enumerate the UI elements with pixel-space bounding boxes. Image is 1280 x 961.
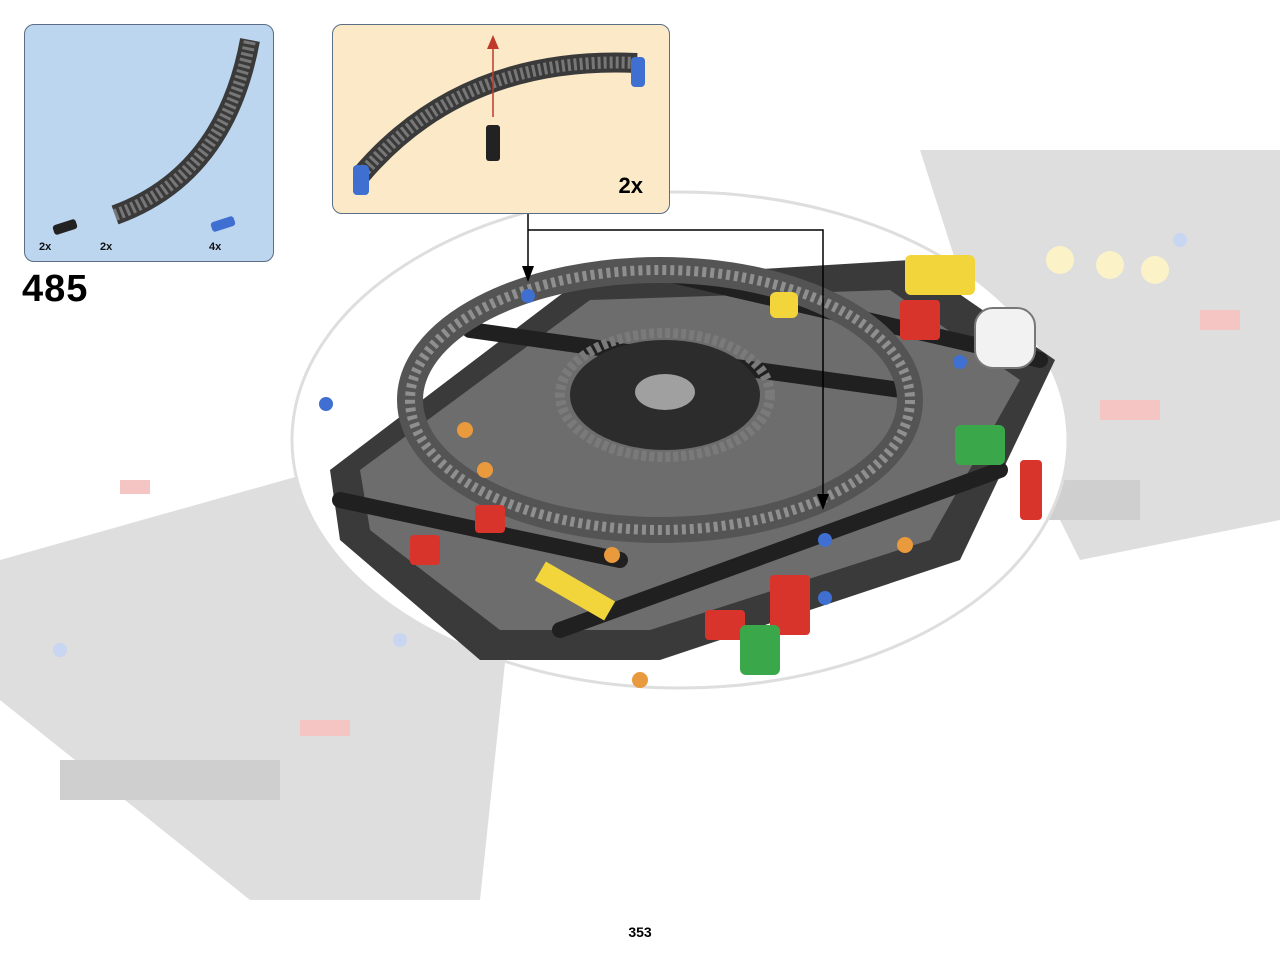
- arrow-head-left: [522, 266, 534, 282]
- sub-assembly-illustration: [353, 35, 645, 195]
- sub-assembly-multiplier: 2x: [618, 173, 643, 198]
- arrow-head-right: [817, 494, 829, 510]
- main-assembly: [319, 255, 1055, 688]
- part-qty-blue-pin: 4x: [209, 241, 222, 253]
- sub-assembly-callout: 2x: [332, 24, 670, 214]
- part-qty-gear-rack: 2x: [100, 241, 113, 253]
- parts-list-callout: 2x 2x 4x: [24, 24, 274, 262]
- part-qty-black-pin: 2x: [39, 241, 52, 253]
- step-number: 485: [22, 268, 89, 310]
- parts-illustration: [52, 38, 260, 235]
- placement-arrows: [527, 214, 824, 500]
- page-number: 353: [628, 924, 652, 940]
